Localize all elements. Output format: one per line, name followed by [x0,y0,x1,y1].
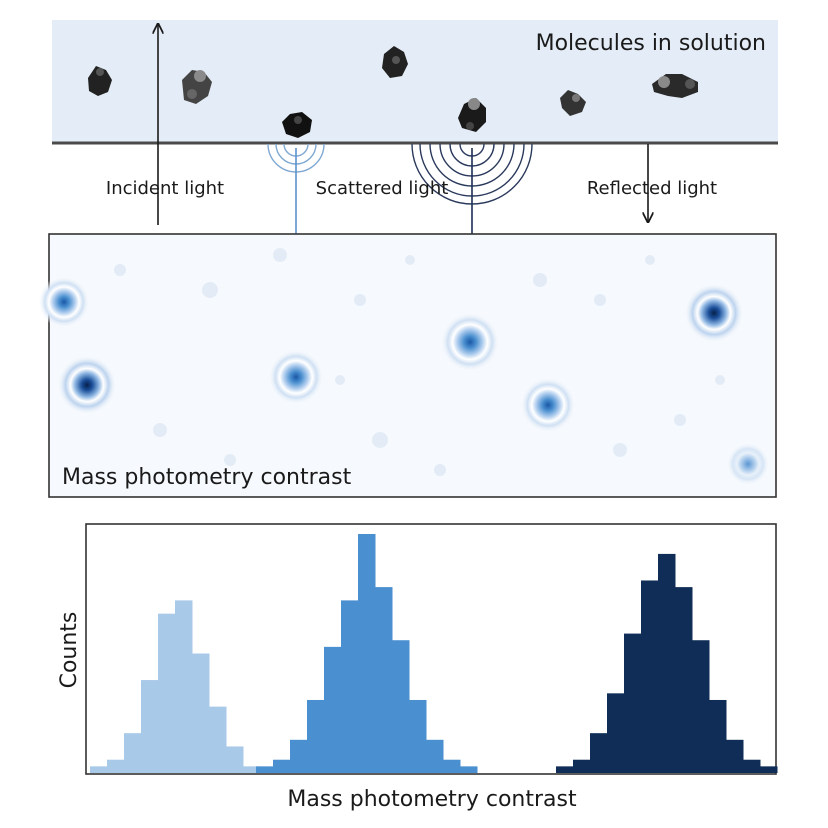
histogram-bar-medium [375,587,393,773]
histogram-ylabel: Counts [57,612,82,689]
histogram-bar-dark [641,580,659,773]
histogram-bar-medium [409,699,427,773]
histogram-bar-light [175,600,193,773]
histogram-bar-dark [675,587,693,773]
molecule [382,46,408,78]
histogram-bar-medium [358,534,376,773]
molecule [652,74,698,98]
histogram-bar-dark [743,759,761,773]
histogram-bar-medium [273,759,291,773]
histogram-bar-dark [760,766,778,773]
histogram-bar-medium [290,739,308,773]
histogram-bar-medium [307,699,325,773]
molecule [560,90,586,116]
histogram-bar-medium [256,766,274,773]
molecule [182,70,212,104]
particle-spot [520,377,576,433]
histogram-bar-light [158,613,176,773]
molecule [458,98,486,132]
histogram-bar-light [90,766,108,773]
histogram-xlabel: Mass photometry contrast [287,787,577,812]
particle-spot [440,312,500,372]
histogram-bar-medium [443,759,461,773]
histogram-bar-dark [556,766,574,773]
histogram-bar-medium [324,646,342,773]
histogram-bar-dark [624,633,642,773]
histogram-bar-light [141,680,159,773]
molecule [88,66,112,96]
histogram-bar-medium [392,640,410,773]
histogram-bar-medium [460,766,478,773]
particle-spot [57,355,117,415]
reflected-light-label: Reflected light [587,178,717,199]
solution-label: Molecules in solution [536,31,766,56]
histogram-bar-medium [341,600,359,773]
particle-spot [726,442,770,486]
histogram-bar-light [209,706,227,773]
histogram-bar-light [226,746,244,773]
histogram-bar-dark [692,640,710,773]
histogram-bar-medium [426,739,444,773]
particle-spot [38,276,90,328]
particle-spot [684,283,744,343]
histogram-bar-light [124,733,142,773]
molecule [282,112,312,138]
histogram-bar-dark [726,739,744,773]
scattered-light-label: Scattered light [316,178,449,199]
contrast-image-panel [48,233,777,498]
contrast-image-label: Mass photometry contrast [62,465,352,490]
histogram-bar-dark [590,733,608,773]
histogram-bar-dark [658,553,676,773]
histogram-bar-light [243,766,261,773]
background-speckle [114,248,725,476]
histogram-bar-dark [607,693,625,773]
histogram-bar-dark [709,699,727,773]
histogram-bar-light [107,759,125,773]
histogram-bars [90,534,778,773]
particle-spot [268,349,324,405]
histogram-bar-light [192,653,210,773]
histogram-bar-dark [573,759,591,773]
incident-light-label: Incident light [106,178,224,199]
